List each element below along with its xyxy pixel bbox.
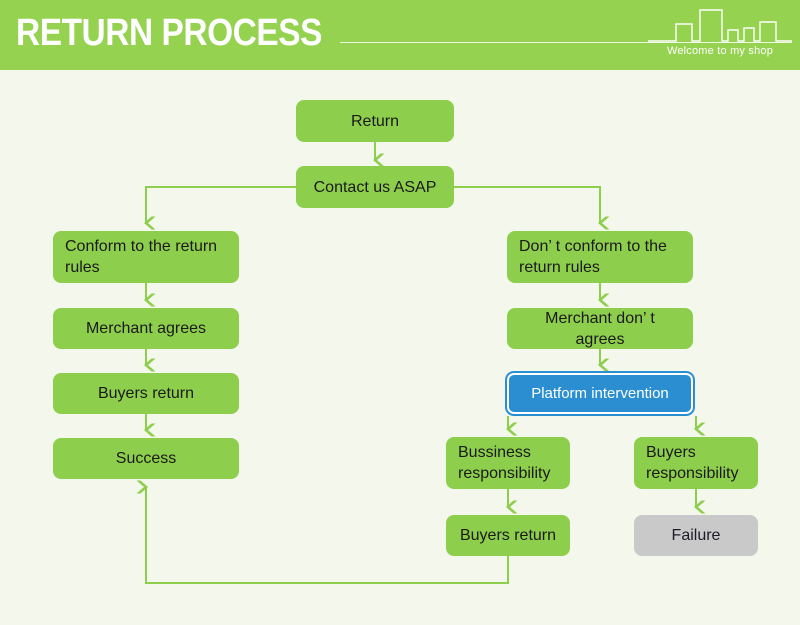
node-label: Conform to the return rules [65,238,218,276]
node-buyers-responsibility[interactable]: Buyers responsibility [634,437,758,489]
node-contact-us-asap[interactable]: Contact us ASAP [296,166,454,208]
page-header: RETURN PROCESS Welcome to my shop [0,0,800,70]
node-platform-intervention[interactable]: Platform intervention [507,373,693,414]
header-divider-line [340,42,792,43]
node-bussiness-responsibility[interactable]: Bussiness responsibility [446,437,570,489]
node-label: Merchant agrees [85,320,207,337]
edge-contact-split-left [144,186,296,230]
node-label: Don’ t conform to the return rules [519,238,667,276]
node-label: Buyers return [97,385,195,402]
page-title: RETURN PROCESS [16,12,322,54]
node-merchant-dont-agrees[interactable]: Merchant don’ t agrees [507,308,693,349]
node-buyers-return-left[interactable]: Buyers return [53,373,239,414]
node-label: Contact us ASAP [313,178,437,196]
node-return[interactable]: Return [296,100,454,142]
node-label: Failure [671,527,721,544]
node-label: Success [115,450,177,467]
header-welcome-text: Welcome to my shop [666,45,774,57]
node-label: Merchant don’ t agrees [545,309,655,348]
node-success[interactable]: Success [53,438,239,479]
node-label: Bussiness responsibility [458,444,551,482]
node-label: Return [350,112,400,130]
node-label: Platform intervention [531,385,669,402]
node-conform-to-return-rules[interactable]: Conform to the return rules [53,231,239,283]
node-dont-conform-to-return-rules[interactable]: Don’ t conform to the return rules [507,231,693,283]
node-buyers-return-right[interactable]: Buyers return [446,515,570,556]
city-skyline-icon [648,9,792,42]
node-label: Buyers return [459,527,557,544]
node-label: Buyers responsibility [646,444,739,482]
node-merchant-agrees[interactable]: Merchant agrees [53,308,239,349]
edge-contact-split-right [454,186,610,230]
node-failure[interactable]: Failure [634,515,758,556]
